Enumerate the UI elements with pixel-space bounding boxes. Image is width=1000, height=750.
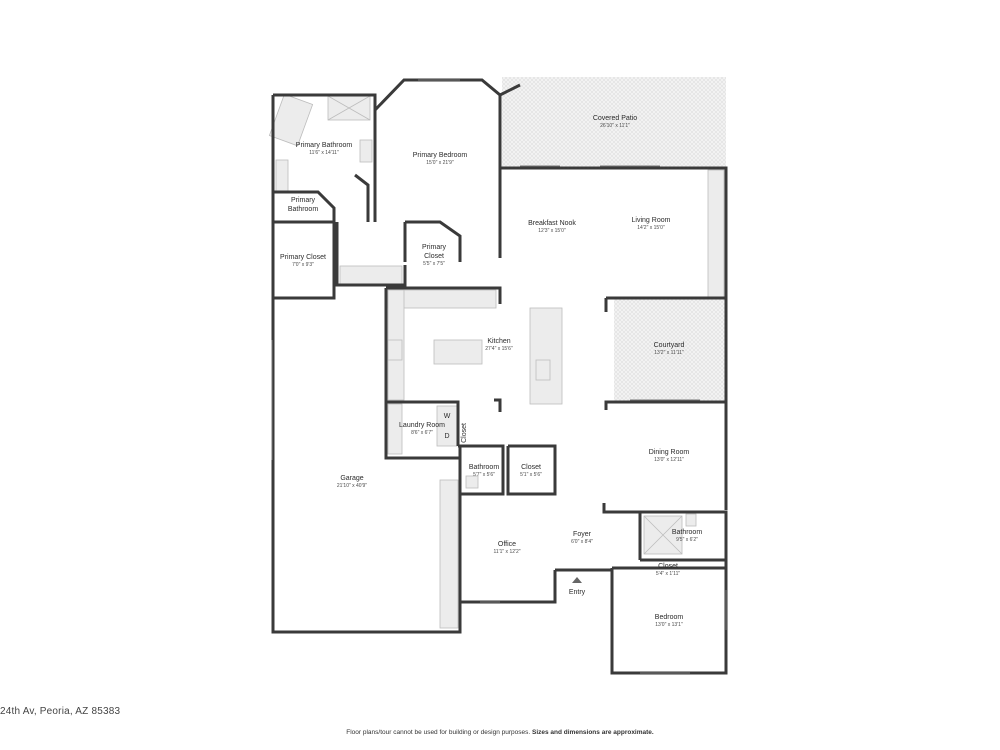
svg-text:5'5" x 7'5": 5'5" x 7'5" — [423, 261, 445, 267]
svg-text:Primary Closet: Primary Closet — [280, 254, 326, 261]
svg-text:Primary: Primary — [291, 197, 316, 204]
svg-text:13'0" x 12'11": 13'0" x 12'11" — [654, 457, 684, 463]
room-label-bedroom: Bedroom 13'0" x 13'1" — [655, 614, 684, 628]
room-label-closet-vertical: Closet — [461, 423, 468, 443]
svg-text:26'10" x 11'1": 26'10" x 11'1" — [600, 123, 630, 129]
room-label-primary-bathroom: Primary Bathroom 11'6" x 14'11" — [296, 142, 353, 156]
room-label-kitchen: Kitchen 27'4" x 15'6" — [485, 338, 513, 352]
svg-text:15'0" x 21'9": 15'0" x 21'9" — [426, 160, 454, 166]
svg-text:5'1" x 5'6": 5'1" x 5'6" — [520, 472, 542, 478]
hall-toilet-icon — [465, 475, 479, 489]
room-label-breakfast-nook: Breakfast Nook 12'3" x 15'0" — [528, 220, 576, 234]
property-address: 24th Av, Peoria, AZ 85383 — [0, 706, 121, 717]
windows — [271, 79, 727, 674]
svg-text:Bathroom: Bathroom — [469, 464, 500, 471]
toilet-icon — [685, 513, 697, 527]
garage-ramp — [439, 479, 459, 629]
svg-text:Courtyard: Courtyard — [654, 342, 685, 349]
svg-text:Breakfast Nook: Breakfast Nook — [528, 220, 576, 227]
svg-text:W: W — [444, 413, 451, 420]
room-label-garage: Garage 21'10" x 40'9" — [337, 475, 367, 489]
svg-text:Foyer: Foyer — [573, 531, 592, 538]
room-label-primary-closet-1: Primary Closet 7'0" x 9'3" — [280, 254, 326, 268]
disclaimer-part1: Floor plans/tour cannot be used for buil… — [346, 729, 531, 736]
vanity-icon — [275, 159, 289, 193]
svg-text:Living Room: Living Room — [632, 217, 671, 224]
svg-text:27'4" x 15'6": 27'4" x 15'6" — [485, 346, 513, 352]
svg-text:8'6" x 6'7": 8'6" x 6'7" — [411, 430, 433, 436]
svg-text:Primary: Primary — [422, 244, 447, 251]
washer-dryer-labels: W D — [444, 413, 451, 440]
svg-text:14'2" x 15'0": 14'2" x 15'0" — [637, 225, 665, 231]
stove-icon — [387, 339, 403, 361]
svg-text:Primary Bathroom: Primary Bathroom — [296, 142, 353, 149]
room-label-bathroom-guest: Bathroom 9'5" x 6'2" — [672, 529, 703, 543]
kitchen-bar — [529, 307, 563, 405]
svg-text:Closet: Closet — [461, 423, 468, 443]
svg-text:Bathroom: Bathroom — [288, 206, 319, 213]
entry-arrow-icon — [572, 577, 582, 583]
svg-text:Covered Patio: Covered Patio — [593, 115, 637, 122]
room-label-closet-hall: Closet 5'1" x 5'6" — [520, 464, 542, 478]
room-label-laundry-room: Laundry Room 8'6" x 6'7" — [399, 422, 445, 436]
svg-text:13'2" x 11'11": 13'2" x 11'11" — [654, 350, 684, 356]
svg-text:Office: Office — [498, 541, 516, 548]
disclaimer: Floor plans/tour cannot be used for buil… — [0, 729, 1000, 736]
svg-text:Garage: Garage — [340, 475, 363, 482]
svg-text:13'0" x 13'1": 13'0" x 13'1" — [655, 622, 683, 628]
room-label-courtyard: Courtyard 13'2" x 11'11" — [654, 342, 685, 356]
disclaimer-part2: Sizes and dimensions are approximate. — [531, 729, 654, 736]
svg-text:11'1" x 12'2": 11'1" x 12'2" — [493, 549, 520, 555]
svg-text:7'0" x 9'3": 7'0" x 9'3" — [292, 262, 314, 268]
svg-text:Kitchen: Kitchen — [487, 338, 510, 345]
bathtub-icon — [268, 93, 314, 147]
room-label-office: Office 11'1" x 12'2" — [493, 541, 520, 555]
svg-text:Closet: Closet — [424, 253, 444, 260]
room-label-closet-guest: Closet 5'4" x 1'11" — [656, 563, 680, 577]
svg-text:5'7" x 5'6": 5'7" x 5'6" — [473, 472, 495, 478]
room-label-dining-room: Dining Room 13'0" x 12'11" — [649, 449, 690, 463]
entry-label: Entry — [569, 589, 586, 596]
svg-text:Closet: Closet — [521, 464, 541, 471]
laundry-counter — [387, 403, 403, 455]
courtyard-area — [614, 299, 725, 401]
svg-text:Primary Bedroom: Primary Bedroom — [413, 152, 468, 159]
room-label-primary-closet-2: Primary Closet 5'5" x 7'5" — [422, 244, 447, 267]
svg-text:6'0" x 8'4": 6'0" x 8'4" — [571, 539, 593, 545]
garage-step — [339, 265, 403, 287]
room-label-covered-patio: Covered Patio 26'10" x 11'1" — [593, 115, 637, 129]
svg-text:Dining Room: Dining Room — [649, 449, 690, 456]
vanity-icon-2 — [359, 139, 373, 163]
sink-icon — [535, 359, 551, 381]
fixtures — [268, 93, 725, 629]
room-label-primary-bedroom: Primary Bedroom 15'0" x 21'9" — [413, 152, 468, 166]
svg-text:12'3" x 15'0": 12'3" x 15'0" — [538, 228, 566, 234]
svg-text:D: D — [444, 433, 449, 440]
room-label-primary-bathroom-2: Primary Bathroom — [288, 197, 319, 213]
svg-text:Laundry Room: Laundry Room — [399, 422, 445, 429]
svg-text:5'4" x 1'11": 5'4" x 1'11" — [656, 571, 680, 577]
svg-text:11'6" x 14'11": 11'6" x 14'11" — [309, 150, 339, 156]
room-label-bathroom-hall: Bathroom 5'7" x 5'6" — [469, 464, 500, 478]
kitchen-island — [433, 339, 483, 365]
svg-text:Closet: Closet — [658, 563, 678, 570]
svg-text:Bathroom: Bathroom — [672, 529, 703, 536]
covered-patio-area — [502, 77, 726, 168]
walls — [271, 78, 728, 675]
svg-text:21'10" x 40'9": 21'10" x 40'9" — [337, 483, 367, 489]
room-label-living-room: Living Room 14'2" x 15'0" — [632, 217, 671, 231]
svg-text:Bedroom: Bedroom — [655, 614, 684, 621]
svg-text:9'5" x 6'2": 9'5" x 6'2" — [676, 537, 698, 543]
room-label-foyer: Foyer 6'0" x 8'4" — [571, 531, 593, 545]
living-wall-unit — [707, 169, 725, 299]
